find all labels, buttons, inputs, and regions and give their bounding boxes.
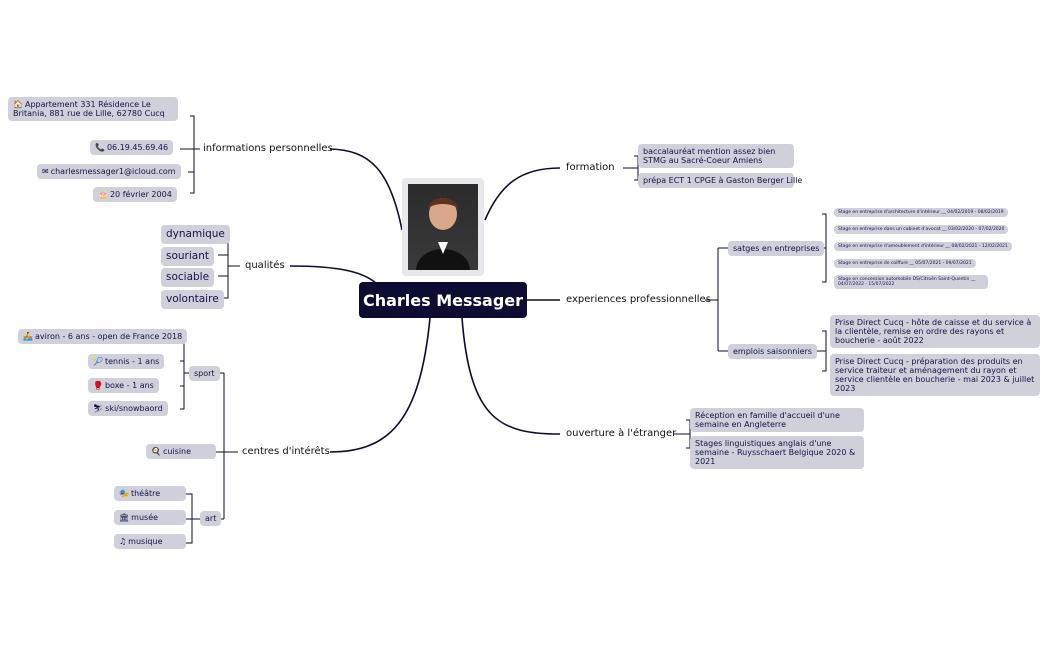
art-item[interactable]: ♫musique xyxy=(114,534,186,549)
theatre-masks-icon: 🎭 xyxy=(119,489,129,498)
branch-etranger[interactable]: ouverture à l'étranger xyxy=(566,428,677,439)
emploi-item[interactable]: Prise Direct Cucq - préparation des prod… xyxy=(830,354,1040,396)
branch-experiences[interactable]: experiences professionnelles xyxy=(566,294,711,305)
stage-item[interactable]: Stage en entreprise d'architecture d'int… xyxy=(834,208,1008,217)
profile-photo xyxy=(402,178,484,276)
quality-node[interactable]: sociable xyxy=(161,268,215,287)
email-node[interactable]: ✉charlesmessager1@icloud.com xyxy=(37,164,181,179)
emploi-item[interactable]: Prise Direct Cucq - hôte de caisse et du… xyxy=(830,315,1040,348)
stage-item[interactable]: Stage en entreprise d'ameublement d'inté… xyxy=(834,242,1012,251)
sport-item[interactable]: 🥊boxe - 1 ans xyxy=(88,378,159,393)
sport-item[interactable]: 🎾tennis - 1 ans xyxy=(88,354,165,369)
music-note-icon: ♫ xyxy=(119,537,127,546)
stage-item[interactable]: Stage en entreprise de coiffure __ 05/07… xyxy=(834,259,976,268)
branch-formation[interactable]: formation xyxy=(566,162,615,173)
art-item[interactable]: 🏛musée xyxy=(114,510,186,525)
sport-item[interactable]: ⛷ski/snowbaord xyxy=(88,401,168,416)
art-node[interactable]: art xyxy=(200,511,222,526)
etranger-item[interactable]: Stages linguistiques anglais d'une semai… xyxy=(690,436,864,469)
center-node[interactable]: Charles Messager xyxy=(359,282,527,318)
rowing-boat-icon: 🚣 xyxy=(23,332,33,341)
emplois-node[interactable]: emplois saisonniers xyxy=(728,344,817,359)
cooking-icon: 🍳 xyxy=(151,447,161,456)
mail-icon: ✉ xyxy=(42,167,49,176)
sport-node[interactable]: sport xyxy=(189,366,220,381)
etranger-item[interactable]: Réception en famille d'accueil d'une sem… xyxy=(690,408,864,432)
birthdate-node[interactable]: 🎂20 février 2004 xyxy=(93,187,177,202)
sport-item[interactable]: 🚣aviron - 6 ans - open de France 2018 xyxy=(18,329,188,344)
museum-icon: 🏛 xyxy=(119,513,130,522)
quality-node[interactable]: souriant xyxy=(161,247,214,266)
art-item[interactable]: 🎭théâtre xyxy=(114,486,186,501)
formation-item[interactable]: baccalauréat mention assez bien STMG au … xyxy=(638,144,794,168)
boxing-glove-icon: 🥊 xyxy=(93,381,103,390)
stages-node[interactable]: satges en entreprises xyxy=(728,241,825,256)
quality-node[interactable]: volontaire xyxy=(161,290,224,309)
branch-qualites[interactable]: qualités xyxy=(245,260,285,271)
branch-centres-interets[interactable]: centres d'intérêts xyxy=(242,446,330,457)
stage-item[interactable]: Stage en concession automobile DS/Citroë… xyxy=(834,275,988,289)
tennis-ball-icon: 🎾 xyxy=(93,357,103,366)
house-icon: 🏠 xyxy=(13,100,23,109)
phone-icon: 📞 xyxy=(95,143,105,152)
formation-item[interactable]: prépa ECT 1 CPGE à Gaston Berger Lille xyxy=(638,173,802,188)
phone-node[interactable]: 📞06.19.45.69.46 xyxy=(90,140,174,155)
skier-icon: ⛷ xyxy=(93,404,104,413)
stage-item[interactable]: Stage en entreprise dans un cabinet d'av… xyxy=(834,225,1009,234)
portrait-photo-icon xyxy=(408,184,478,270)
cuisine-node[interactable]: 🍳cuisine xyxy=(146,444,216,459)
address-node[interactable]: 🏠Appartement 331 Résidence Le Britania, … xyxy=(8,97,178,121)
quality-node[interactable]: dynamique xyxy=(161,225,230,244)
branch-informations-personnelles[interactable]: informations personnelles xyxy=(203,143,333,154)
cake-icon: 🎂 xyxy=(98,190,108,199)
